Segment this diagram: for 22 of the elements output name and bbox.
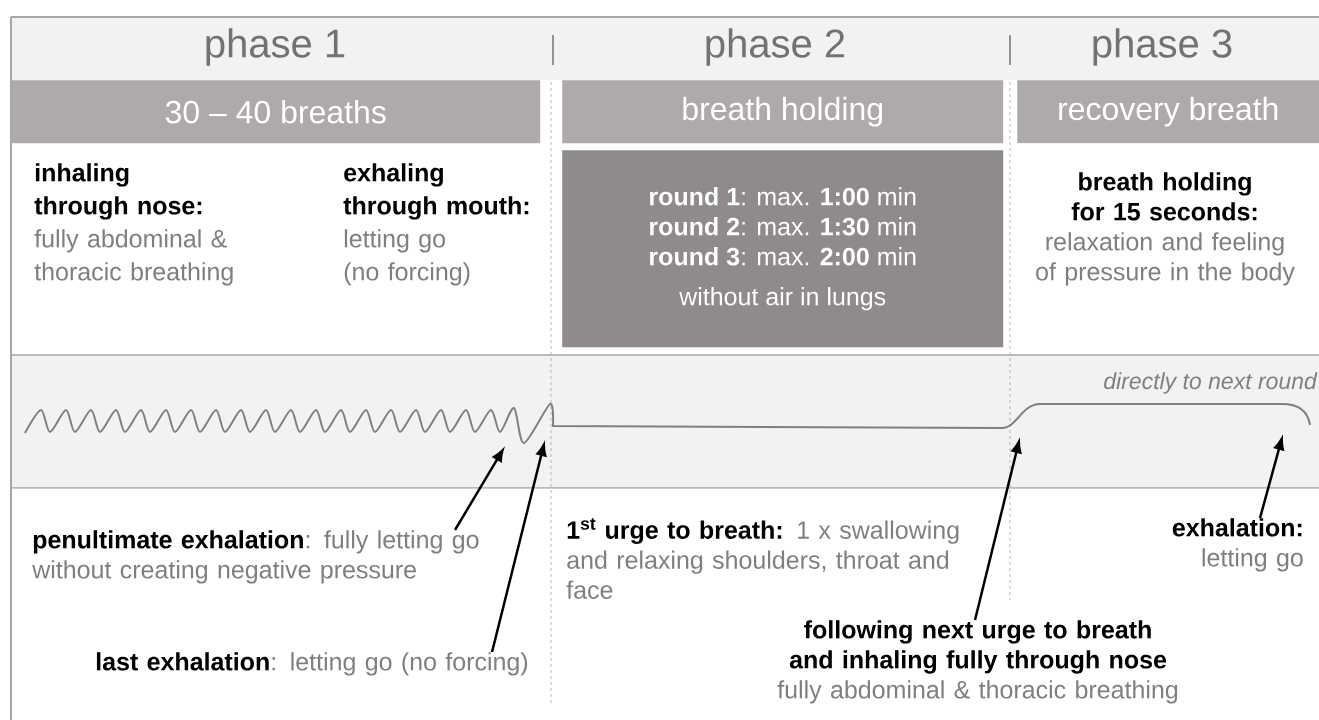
step-description: relaxation and feeling of pressure in the body xyxy=(1036,232,1295,286)
annotation-text: last exhalation: letting go (no forcing) xyxy=(96,652,528,676)
step-description: letting go (no forcing) xyxy=(344,229,470,286)
annotation-text: exhalation: letting go xyxy=(1172,518,1303,572)
phase-band: 30 – 40 breaths xyxy=(11,80,541,144)
arrow xyxy=(453,449,504,531)
step-description: fully abdominal & thoracic breathing xyxy=(34,229,233,286)
phase-heading: phase 3 xyxy=(1093,28,1232,66)
arrow xyxy=(1258,437,1285,519)
phase-heading: phase 1 xyxy=(206,28,345,66)
arrow xyxy=(973,440,1022,621)
step-heading: breath holding for 15 seconds: xyxy=(1071,172,1257,221)
breathing-curve-drawing xyxy=(24,402,1311,444)
duration-box: round 1: max. 1:00 min round 2: max. 1:30 min round 3: max. 2:00 min without air in lungs xyxy=(562,150,1004,348)
step-heading: exhaling through mouth: xyxy=(343,163,529,220)
arrow xyxy=(490,443,547,653)
phase-band: recovery breath xyxy=(1017,80,1319,144)
phase-band: breath holding xyxy=(562,80,1004,144)
phase-heading: phase 2 xyxy=(706,28,845,66)
annotation-text: $\mathbf{1}^{\mathbf{st}}$ urge to breath: 1 x swallowing and relaxing shoulders, throat and face xyxy=(566,518,959,599)
annotation-text: penultimate exhalation: fully letting go without creating negative pressure xyxy=(32,530,479,584)
annotation-text: following next urge to breath and inhaling fully through nose fully abdominal & thoracic breathing xyxy=(777,620,1178,704)
